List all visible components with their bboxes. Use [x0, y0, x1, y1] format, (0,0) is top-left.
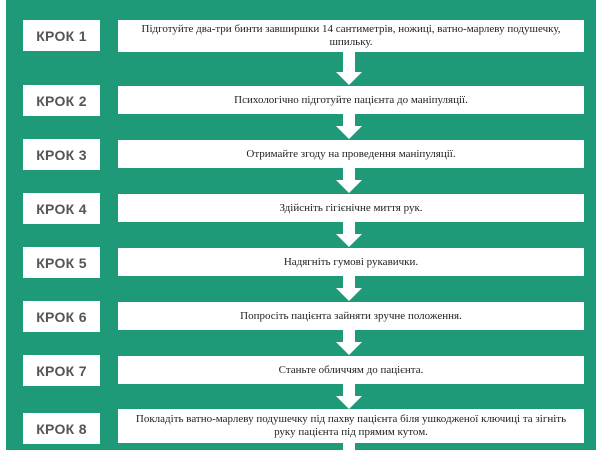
step-label: КРОК 4 [23, 193, 100, 224]
step-description: Підготуйте два-три бинти завширшки 14 са… [118, 20, 584, 52]
arrow-down-icon [336, 234, 362, 247]
step-label: КРОК 6 [23, 301, 100, 332]
step-description: Отримайте згоду на проведення маніпуляці… [118, 140, 584, 168]
arrow-down-icon [336, 126, 362, 139]
step-label: КРОК 3 [23, 139, 100, 170]
step-description: Психологічно підготуйте пацієнта до мані… [118, 86, 584, 114]
step-label: КРОК 5 [23, 247, 100, 278]
connector-stem [343, 168, 355, 180]
connector-stem [343, 384, 355, 396]
connector-stem [343, 443, 355, 450]
connector-stem [343, 330, 355, 342]
step-description: Здійсніть гігієнічне миття рук. [118, 194, 584, 222]
step-description: Покладіть ватно-марлеву подушечку під па… [118, 409, 584, 443]
arrow-down-icon [336, 180, 362, 193]
connector-stem [343, 222, 355, 234]
arrow-down-icon [336, 288, 362, 301]
step-label: КРОК 1 [23, 20, 100, 51]
step-description: Станьте обличчям до пацієнта. [118, 356, 584, 384]
arrow-down-icon [336, 396, 362, 409]
connector-stem [343, 52, 355, 72]
step-description: Надягніть гумові рукавички. [118, 248, 584, 276]
arrow-down-icon [336, 342, 362, 355]
step-label: КРОК 7 [23, 355, 100, 386]
flowchart-panel: КРОК 1 Підготуйте два-три бинти завширшк… [6, 0, 596, 450]
arrow-down-icon [336, 72, 362, 85]
connector-stem [343, 276, 355, 288]
step-description: Попросіть пацієнта зайняти зручне положе… [118, 302, 584, 330]
step-label: КРОК 2 [23, 85, 100, 116]
step-label: КРОК 8 [23, 413, 100, 444]
connector-stem [343, 114, 355, 126]
